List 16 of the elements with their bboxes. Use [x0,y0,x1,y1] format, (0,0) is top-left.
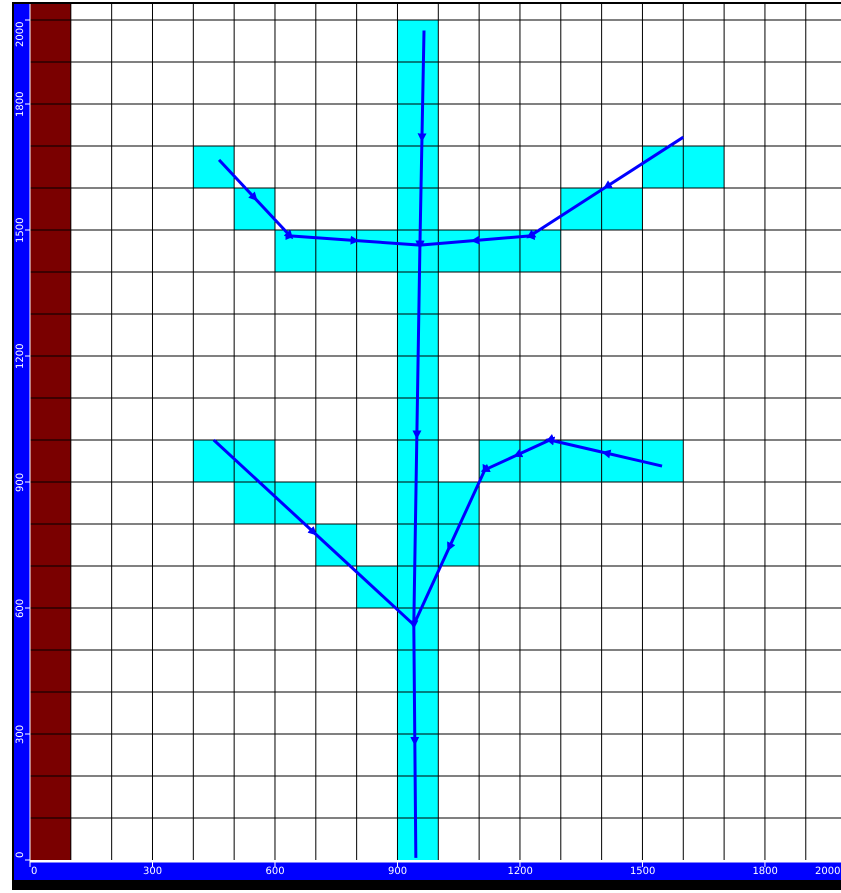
axis-tick-label: 0 [15,852,26,858]
axis-tick-label: 1500 [630,866,656,877]
axis-tick-label: 600 [15,598,26,618]
axis-tick-label: 1200 [15,343,26,368]
axis-tick-label: 1800 [15,91,26,116]
axis-tick-label: 1200 [507,866,533,877]
axis-tick-label: 600 [265,866,285,877]
axis-tick-label: 900 [388,866,408,877]
axis-tick-label: 1800 [752,866,778,877]
axis-tick-label: 2000 [15,22,26,47]
axis-tick-label: 1500 [15,217,26,242]
axis-tick-label: 300 [142,866,162,877]
axis-tick-label: 2000 [815,866,840,877]
axis-tick-label: 300 [15,724,26,744]
axis-tick-label: 0 [31,866,38,877]
axis-tick-label: 900 [15,472,26,492]
